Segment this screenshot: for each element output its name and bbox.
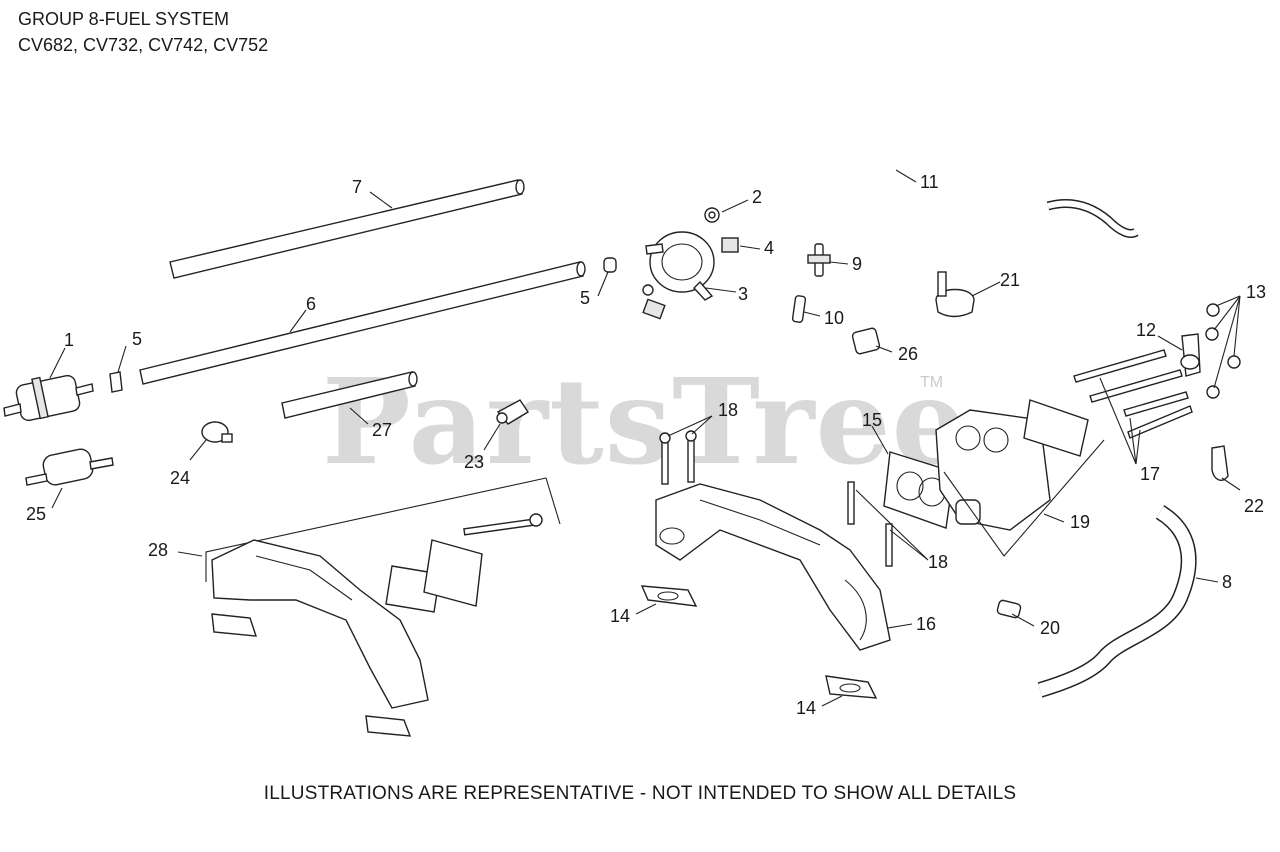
part-17-studs[interactable] <box>1073 349 1193 439</box>
leader-lines <box>49 169 1241 707</box>
callout-11[interactable]: 11 <box>920 172 939 192</box>
part-2-elbow-fitting[interactable] <box>704 207 720 223</box>
callout-9[interactable]: 9 <box>852 254 862 274</box>
watermark-logo: PartsTree <box>322 352 968 491</box>
part-19-carburetor-assembly[interactable] <box>935 399 1105 557</box>
callout-20[interactable]: 20 <box>1040 618 1060 638</box>
callout-15[interactable]: 15 <box>862 410 882 430</box>
part-28-intake-manifold-kit[interactable] <box>205 477 561 737</box>
callout-14-lower[interactable]: 14 <box>796 698 816 718</box>
part-26-bushing[interactable] <box>851 327 881 355</box>
callout-26[interactable]: 26 <box>898 344 918 364</box>
part-4-screw[interactable] <box>721 237 739 253</box>
callout-21[interactable]: 21 <box>1000 270 1020 290</box>
part-18-bolts[interactable] <box>659 430 893 567</box>
callout-23[interactable]: 23 <box>464 452 484 472</box>
callout-labels: 1 2 3 4 5 5 6 7 8 9 10 11 12 13 14 14 15… <box>26 172 1266 718</box>
part-12-bracket[interactable] <box>1180 333 1201 377</box>
callout-24[interactable]: 24 <box>170 468 190 488</box>
callout-13[interactable]: 13 <box>1246 282 1266 302</box>
part-14-gasket[interactable] <box>825 675 878 699</box>
callout-28[interactable]: 28 <box>148 540 168 560</box>
callout-18-lower[interactable]: 18 <box>928 552 948 572</box>
callout-12[interactable]: 12 <box>1136 320 1156 340</box>
part-13-nut[interactable] <box>1205 303 1241 399</box>
callout-1[interactable]: 1 <box>64 330 74 350</box>
part-14-gasket[interactable] <box>640 585 698 607</box>
part-3-fuel-pump[interactable] <box>642 231 715 320</box>
part-25-fuel-filter[interactable] <box>25 447 114 486</box>
callout-16[interactable]: 16 <box>916 614 936 634</box>
part-7-fuel-line[interactable] <box>169 179 525 279</box>
diagram-header: GROUP 8-FUEL SYSTEM CV682, CV732, CV742,… <box>18 6 268 58</box>
part-21-retaining-clip[interactable] <box>935 271 975 318</box>
callout-14-upper[interactable]: 14 <box>610 606 630 626</box>
callout-6[interactable]: 6 <box>306 294 316 314</box>
part-23-fitting[interactable] <box>496 399 529 425</box>
part-16-intake-manifold[interactable] <box>655 483 891 651</box>
model-list: CV682, CV732, CV742, CV752 <box>18 35 269 55</box>
part-11-fuel-hose[interactable] <box>833 143 1139 238</box>
callout-2[interactable]: 2 <box>752 187 762 207</box>
group-title: GROUP 8-FUEL SYSTEM <box>18 9 230 29</box>
part-27-fuel-line[interactable] <box>281 371 418 419</box>
part-24-hose-clamp[interactable] <box>201 421 233 443</box>
callout-4[interactable]: 4 <box>764 238 774 258</box>
callout-18-upper[interactable]: 18 <box>718 400 738 420</box>
callout-22[interactable]: 22 <box>1244 496 1264 516</box>
callout-19[interactable]: 19 <box>1070 512 1090 532</box>
part-1-fuel-filter[interactable] <box>3 374 94 422</box>
disclaimer-footer: ILLUSTRATIONS ARE REPRESENTATIVE - NOT I… <box>263 783 1017 804</box>
callout-10[interactable]: 10 <box>824 308 844 328</box>
part-8-fuel-hose[interactable] <box>1037 505 1197 698</box>
callout-17[interactable]: 17 <box>1140 464 1160 484</box>
part-20-bushing[interactable] <box>996 599 1022 619</box>
callout-27[interactable]: 27 <box>372 420 392 440</box>
part-15-gasket[interactable] <box>883 451 955 529</box>
part-22-clip[interactable] <box>1211 445 1229 481</box>
callout-5-right[interactable]: 5 <box>580 288 590 308</box>
part-5-hose-clamp[interactable] <box>603 257 617 273</box>
part-6-fuel-line[interactable] <box>139 261 586 385</box>
callout-3[interactable]: 3 <box>738 284 748 304</box>
callout-7[interactable]: 7 <box>352 177 362 197</box>
part-10-fitting[interactable] <box>791 295 807 323</box>
part-9-tee-connector[interactable] <box>807 243 831 277</box>
callout-25[interactable]: 25 <box>26 504 46 524</box>
part-5-hose-clamp[interactable] <box>109 371 123 393</box>
callout-5-left[interactable]: 5 <box>132 329 142 349</box>
callout-8[interactable]: 8 <box>1222 572 1232 592</box>
watermark-trademark: TM <box>920 374 944 391</box>
